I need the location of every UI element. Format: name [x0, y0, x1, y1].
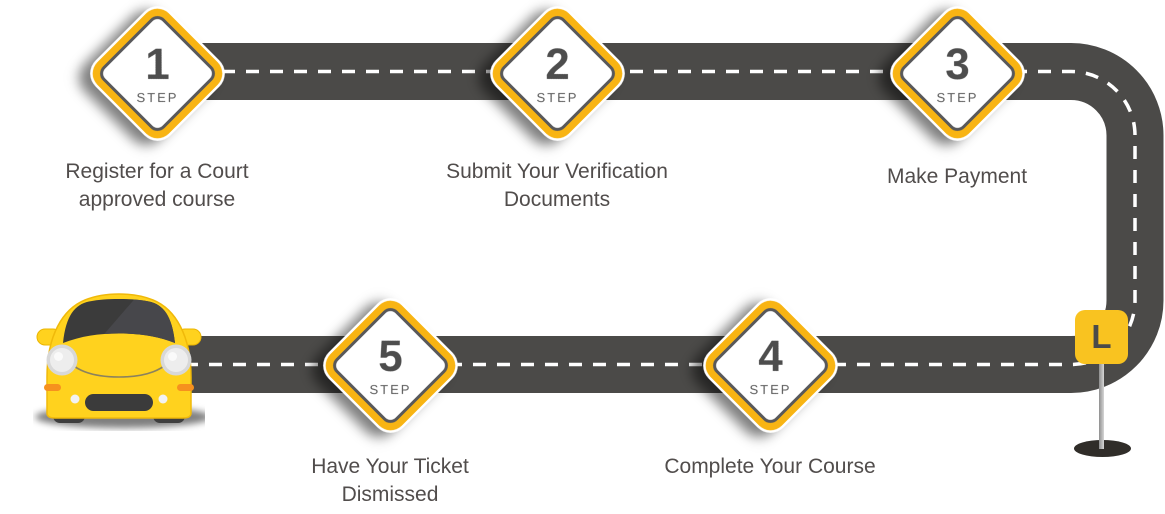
car-headlight-left-inner: [50, 348, 74, 372]
car-headlight-right-inner: [164, 348, 188, 372]
step-2-caption: Submit Your Verification Documents: [446, 160, 668, 211]
step-number: 4: [757, 331, 783, 380]
car-indicator-left: [44, 384, 61, 391]
step-number: 2: [544, 39, 570, 88]
road-centerline: [150, 69, 1137, 367]
step-number: 1: [144, 39, 170, 88]
car-headlight-right-glint: [168, 352, 177, 361]
car-headlight-left-glint: [54, 352, 63, 361]
step-word: STEP: [536, 89, 578, 104]
car-icon: [35, 293, 205, 428]
learner-plate-sign-icon: L: [1075, 310, 1128, 364]
step-word: STEP: [749, 381, 791, 396]
step-word: STEP: [136, 89, 178, 104]
step-3-caption: Make Payment: [886, 165, 1028, 188]
car-grille: [85, 394, 153, 411]
road-asphalt: [150, 43, 1164, 393]
step-4-caption: Complete Your Course: [664, 455, 876, 478]
step-1-caption: Register for a Court approved course: [65, 160, 249, 211]
step-5-caption: Have Your Ticket Dismissed: [311, 455, 469, 506]
car-foglight-right: [158, 394, 168, 404]
step-word: STEP: [369, 381, 411, 396]
step-number: 3: [944, 39, 970, 88]
step-word: STEP: [936, 89, 978, 104]
car-indicator-right: [177, 384, 194, 391]
step-number: 5: [377, 331, 403, 380]
car-foglight-left: [70, 394, 80, 404]
sign-pole: [1099, 362, 1104, 449]
